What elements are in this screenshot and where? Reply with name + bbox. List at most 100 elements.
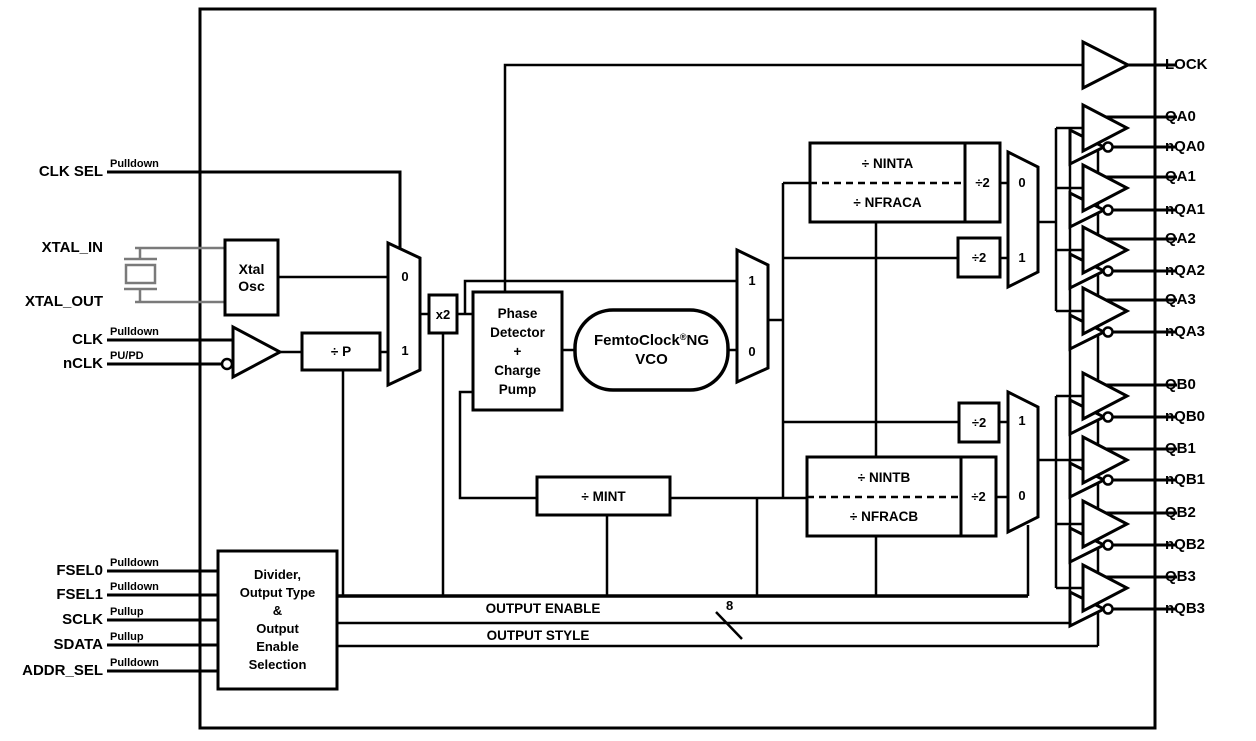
crystal-plates: [124, 248, 157, 302]
vco-bypass-wire: [463, 279, 737, 314]
div2-b-box: [957, 401, 1001, 444]
pin-label-lock: LOCK: [1165, 56, 1208, 73]
mux-b-port-1: 1: [1018, 413, 1026, 428]
bus-width-slash: [715, 611, 743, 640]
buffer-qa0: [1081, 102, 1131, 154]
nintb-label: ÷ NINTB: [857, 469, 911, 485]
clk-input-buffer: [231, 324, 284, 380]
pin-label-qb1: QB1: [1165, 440, 1196, 457]
pin-label-qa0: QA0: [1165, 108, 1196, 125]
crystal-network: [124, 246, 225, 304]
input-mux: [386, 240, 422, 388]
div-p-box: [300, 331, 382, 372]
component-shapes: [216, 39, 1132, 691]
bank-divider-details: [807, 143, 967, 536]
pin-label-nqb2: nQB2: [1165, 536, 1206, 553]
lock-buffer: [1081, 39, 1132, 91]
pin-label-qa3: QA3: [1165, 291, 1196, 308]
output-pin-wires: [1100, 63, 1177, 611]
control-block-box: [216, 549, 339, 691]
lock-wire: [503, 63, 1083, 292]
pin-label-nqa3: nQA3: [1165, 323, 1206, 340]
pin-label-clk: CLK: [72, 331, 103, 348]
mux-b-port-0: 0: [1018, 488, 1026, 503]
annotation-addr-sel: Pulldown: [110, 657, 159, 669]
ninta-label: ÷ NINTA: [861, 155, 914, 171]
pin-label-addr-sel: ADDR_SEL: [22, 662, 103, 679]
div-p-label: ÷ P: [330, 344, 352, 359]
annotation-sdata: Pullup: [110, 631, 144, 643]
buffer-qa1: [1081, 162, 1131, 214]
annotation-fsel0: Pulldown: [110, 557, 159, 569]
annotation-clk-sel: Pulldown: [110, 158, 159, 170]
control-block-label: Divider, Output Type & Output Enable Sel…: [239, 567, 316, 672]
x2-box: [427, 293, 459, 335]
pin-label-nqa0: nQA0: [1165, 138, 1206, 155]
mux-a-port-0: 0: [1018, 175, 1026, 190]
pin-label-sclk: SCLK: [62, 611, 103, 628]
pd-feedback-wire: [458, 390, 537, 500]
inversion-bubbles: [220, 141, 1114, 615]
pin-label-nqa1: nQA1: [1165, 201, 1206, 218]
pin-label-nqb0: nQB0: [1165, 408, 1206, 425]
pin-label-fsel1: FSEL1: [56, 586, 103, 603]
chip-boundary: [198, 7, 1157, 730]
vco-mux-port-1: 1: [748, 273, 756, 288]
crystal-icon: [124, 263, 157, 285]
mux-a: [1006, 149, 1040, 290]
div2-a-box: [956, 236, 1002, 279]
pin-label-sdata: SDATA: [53, 636, 103, 653]
nclk-bubble: [220, 357, 234, 371]
div2-a-label: ÷2: [971, 250, 987, 265]
input-mux-port-0: 0: [401, 269, 409, 284]
div-mint-box: [535, 475, 672, 517]
bank-b-div2-label: ÷2: [971, 489, 986, 504]
pin-label-qa1: QA1: [1165, 168, 1196, 185]
annotation-sclk: Pullup: [110, 606, 144, 618]
pin-label-qb0: QB0: [1165, 376, 1196, 393]
pin-label-qb2: QB2: [1165, 504, 1196, 521]
pin-label-qa2: QA2: [1165, 230, 1196, 247]
xtal-osc-label: Xtal Osc: [238, 260, 265, 294]
vco-mux-port-0: 0: [748, 344, 756, 359]
x2-label: x2: [435, 306, 451, 322]
pin-label-nqb1: nQB1: [1165, 471, 1206, 488]
buffer-qb1: [1081, 434, 1131, 486]
buffer-qb2: [1081, 498, 1131, 550]
pin-label-nclk: nCLK: [63, 355, 103, 372]
bank-a-div2-label: ÷2: [975, 175, 990, 190]
input-pin-wires: [107, 170, 402, 673]
pin-label-nqb3: nQB3: [1165, 600, 1206, 617]
buffer-qb3: [1081, 562, 1131, 614]
vco-shape: [573, 308, 730, 392]
bank-a-divider-box: [808, 141, 1002, 224]
buffer-qa3: [1081, 285, 1131, 337]
pin-label-xtal-in: XTAL_IN: [41, 239, 103, 256]
mux-a-port-1: 1: [1018, 250, 1026, 265]
div-mint-label: ÷ MINT: [581, 488, 626, 504]
vco-label: FemtoClock®NG VCO: [594, 331, 709, 368]
output-buffers: [1068, 102, 1131, 629]
nfracb-label: ÷ NFRACB: [849, 509, 919, 524]
pin-label-fsel0: FSEL0: [56, 562, 103, 579]
registered-trademark-symbol: ®: [679, 331, 687, 342]
annotation-clk: Pulldown: [110, 326, 159, 338]
buffer-qa2: [1081, 224, 1131, 276]
phase-detector-box: [471, 290, 564, 412]
phase-detector-label: Phase Detector + Charge Pump: [490, 305, 545, 397]
pin-label-qb3: QB3: [1165, 568, 1196, 585]
div2-b-label: ÷2: [971, 415, 987, 430]
mux-b: [1006, 389, 1040, 535]
bank-b-divider-box: [805, 455, 998, 538]
pin-label-xtal-out: XTAL_OUT: [24, 293, 103, 310]
buffer-qb0: [1081, 370, 1131, 422]
nfraca-label: ÷ NFRACA: [853, 195, 922, 210]
bus-width-label: 8: [726, 598, 734, 613]
xtal-osc-box: [223, 238, 280, 317]
annotation-fsel1: Pulldown: [110, 581, 159, 593]
output-style-label: OUTPUT STYLE: [486, 628, 590, 643]
output-enable-label: OUTPUT ENABLE: [485, 601, 601, 616]
annotation-nclk: PU/PD: [110, 350, 144, 362]
